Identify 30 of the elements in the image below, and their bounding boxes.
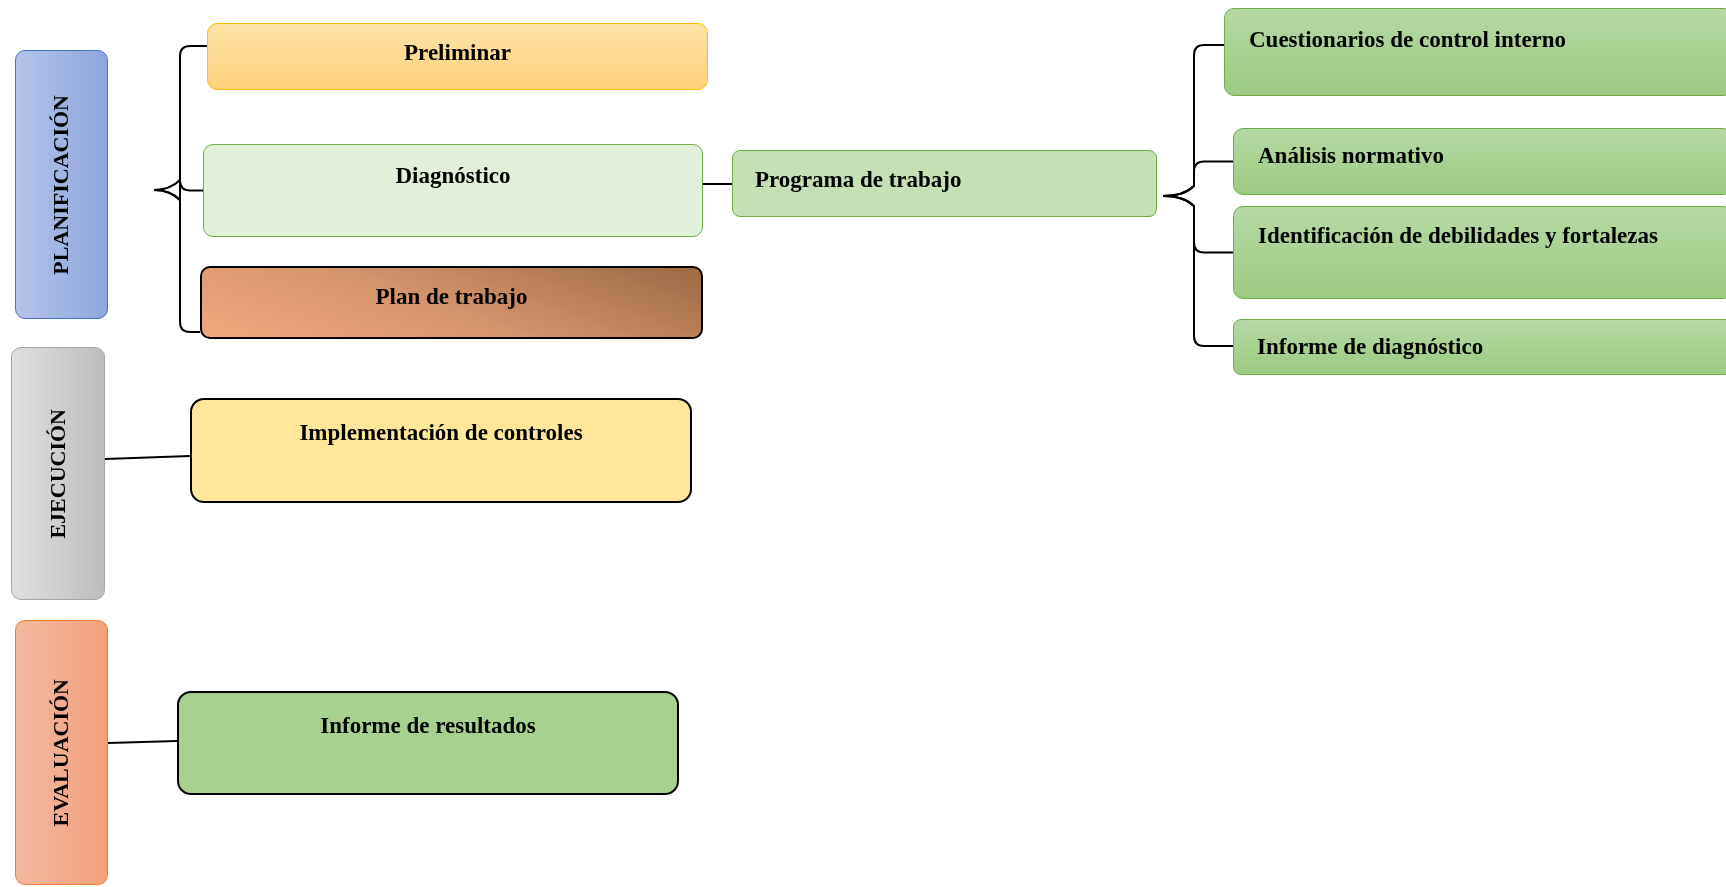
process-box [1224, 8, 1726, 96]
connector-line [702, 183, 733, 185]
box-label: Implementación de controles [298, 419, 584, 447]
box-label: Programa de trabajo [755, 166, 963, 194]
process-box [200, 266, 703, 339]
box-label: Plan de trabajo [374, 283, 529, 311]
box-label: Preliminar [403, 39, 512, 67]
box-label: Identificación de debilidades y fortalezas [1258, 222, 1659, 250]
phase-label: EVALUACIÓN [47, 678, 75, 827]
process-box [1233, 319, 1726, 375]
phase-box [15, 620, 108, 885]
phase-box [11, 347, 105, 600]
connector-line [104, 455, 191, 460]
process-box [1233, 128, 1726, 195]
phase-label: EJECUCIÓN [43, 408, 71, 539]
box-label: Informe de diagnóstico [1257, 333, 1485, 361]
process-box [1233, 206, 1726, 299]
phase-label: PLANIFICACIÓN [47, 94, 75, 275]
box-label: Análisis normativo [1258, 142, 1445, 170]
box-label: Diagnóstico [394, 162, 512, 190]
box-label: Cuestionarios de control interno [1249, 26, 1568, 54]
process-box [190, 398, 692, 503]
process-box [207, 23, 708, 90]
connector-line [107, 740, 178, 744]
process-box [732, 150, 1157, 217]
brace-connector [1162, 195, 1234, 347]
box-label: Informe de resultados [319, 712, 537, 740]
process-box [177, 691, 679, 795]
process-box [203, 144, 703, 237]
phase-box [15, 50, 108, 319]
